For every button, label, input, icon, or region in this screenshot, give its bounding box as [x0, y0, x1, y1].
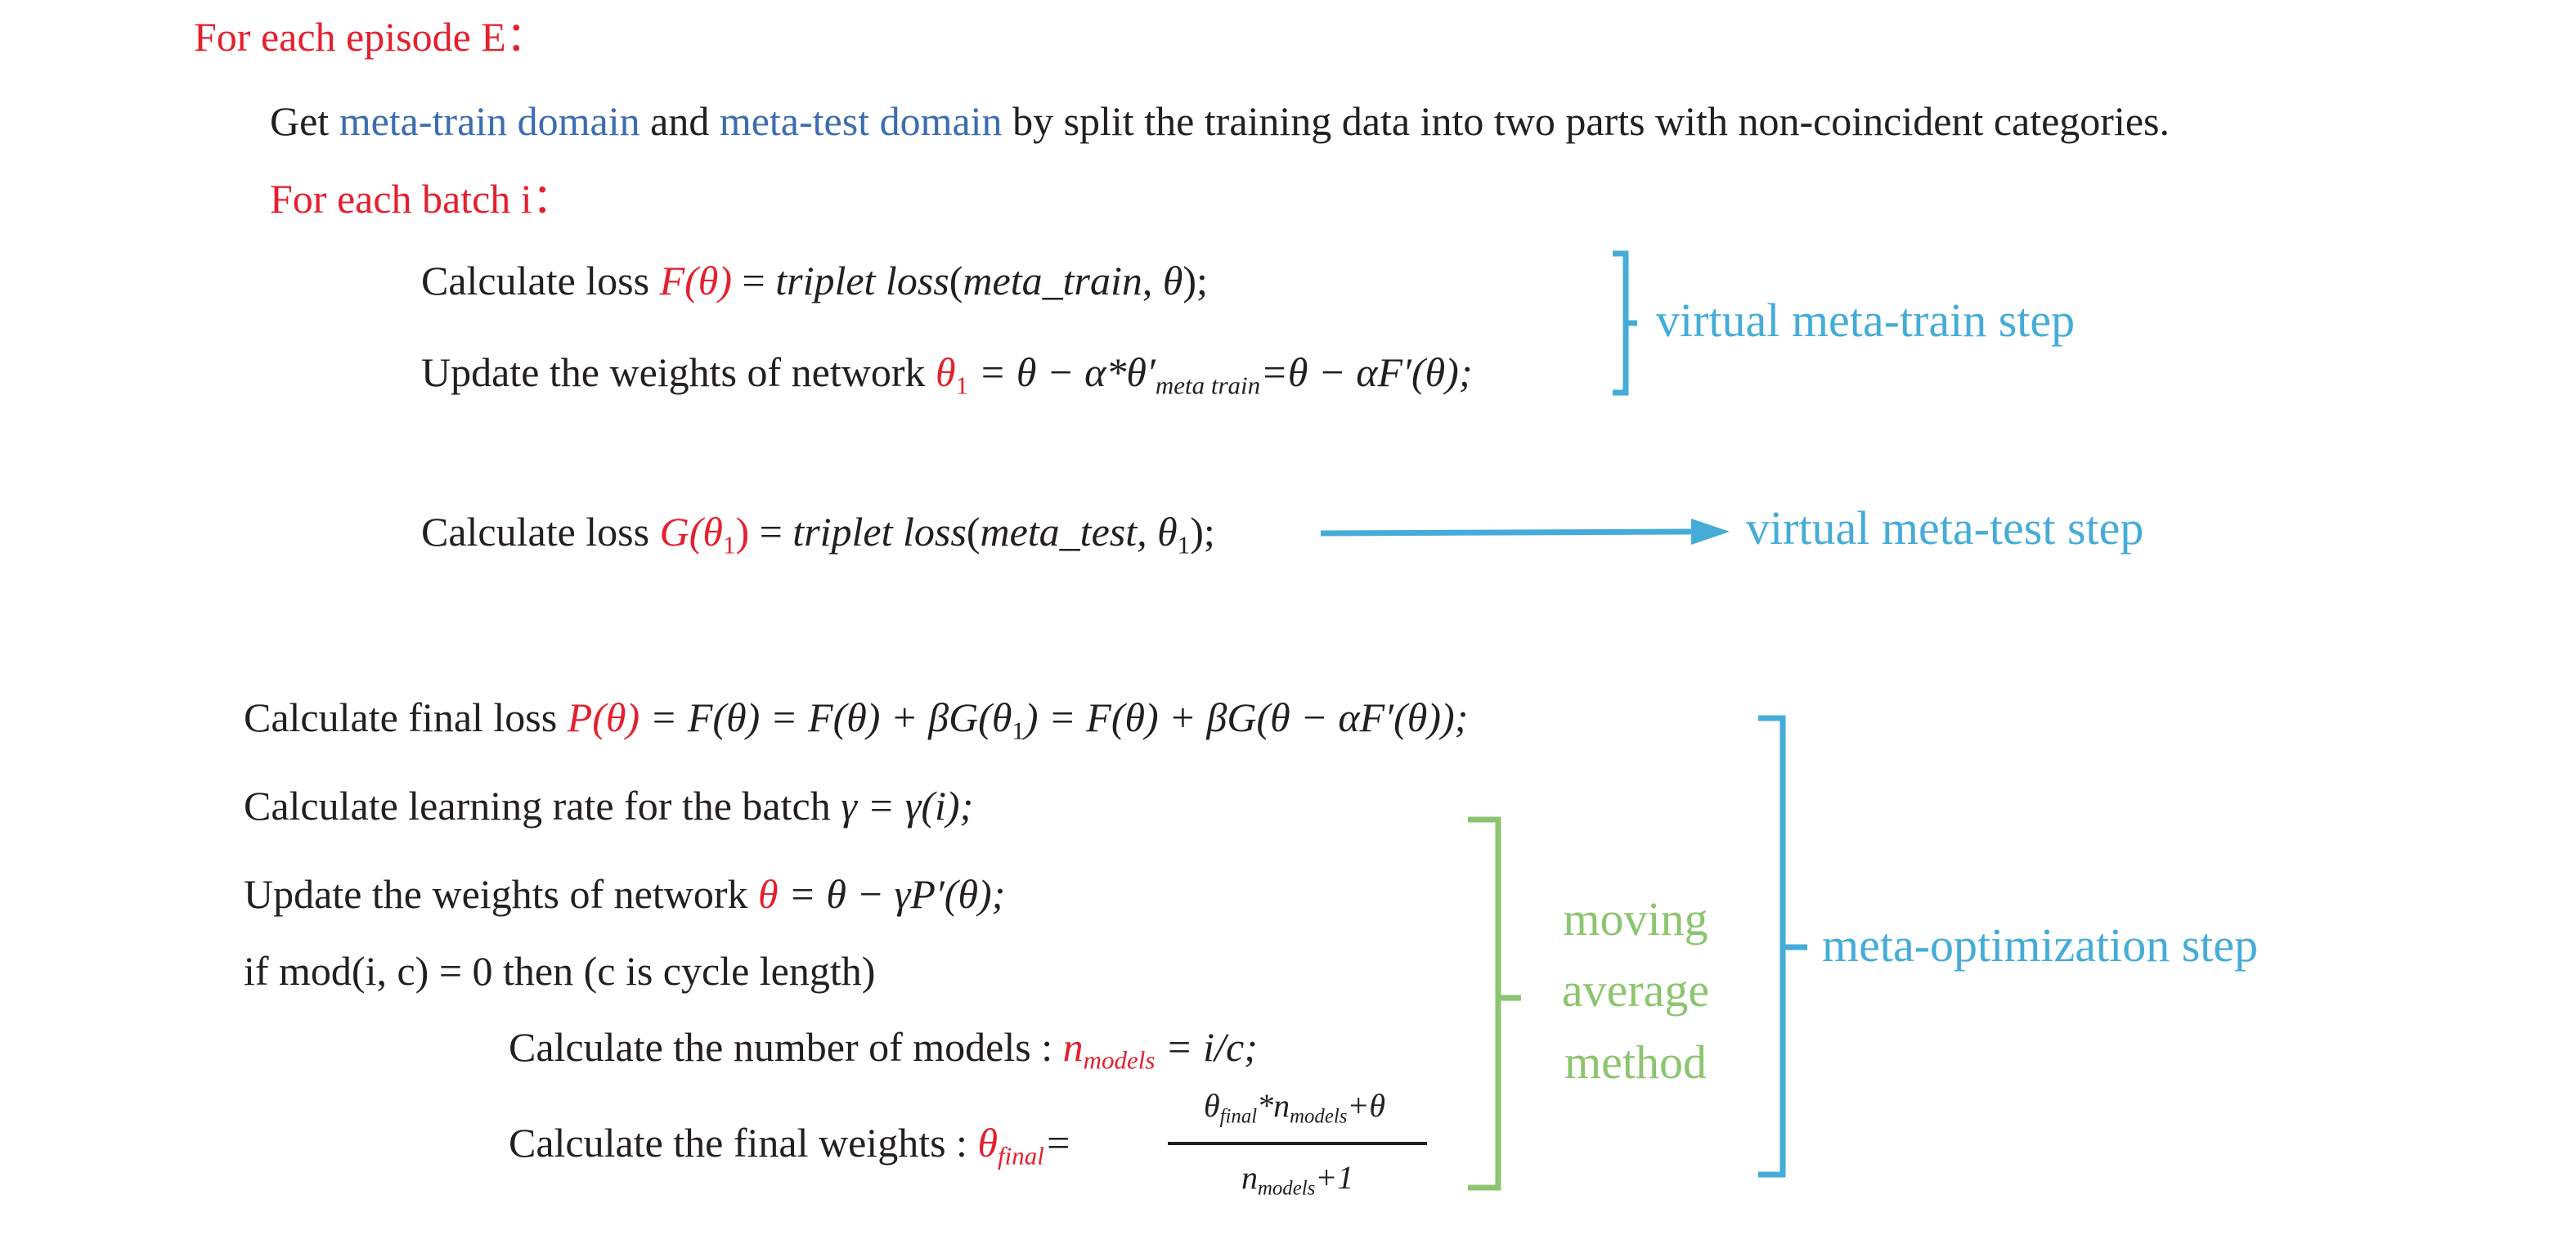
step2-pre: Update the weights of network	[421, 349, 936, 395]
meta-optimization-label: meta-optimization step	[1822, 919, 2259, 972]
meta-test-arg: meta_test	[980, 509, 1138, 555]
den-n: n	[1241, 1159, 1258, 1196]
step4-pre: Calculate final loss	[244, 694, 568, 740]
step3-close: );	[1190, 509, 1215, 555]
meta-test-domain: meta-test domain	[719, 98, 1003, 144]
theta-final-symbol: θ	[977, 1120, 998, 1166]
fraction-numerator: θfinal*nmodels+θ	[1204, 1087, 1386, 1127]
n-models-symbol: n	[1062, 1024, 1084, 1070]
step3-open: (	[966, 509, 981, 555]
step8-eq: = i/c;	[1155, 1024, 1258, 1070]
step1-open: (	[949, 258, 963, 303]
theta1-sub: 1	[955, 371, 969, 400]
step-calculate-loss-f: Calculate loss F(θ) = triplet loss(meta_…	[421, 260, 1208, 301]
g-close: )	[735, 509, 750, 555]
triplet-loss-fn-2: triplet loss	[792, 509, 967, 555]
triplet-loss-fn: triplet loss	[775, 258, 949, 303]
episode-header: For each episode E：	[194, 14, 547, 60]
meta-train-brace	[1613, 250, 1637, 396]
theta-symbol: θ	[758, 871, 779, 917]
step4-eq-a: = F(θ) = F(θ) + βG(θ	[640, 694, 1012, 740]
split-pre: Get	[270, 98, 339, 144]
step1-close: );	[1183, 258, 1208, 303]
n-models-sub: models	[1083, 1045, 1156, 1075]
theta-final-sub: final	[998, 1141, 1044, 1170]
step-final-weights: Calculate the final weights : θfinal=	[509, 1120, 1072, 1168]
step-calculate-loss-g: Calculate loss G(θ1) = triplet loss(meta…	[421, 509, 1215, 557]
step4-theta-sub: 1	[1012, 716, 1025, 745]
moving-average-label-1: moving	[1563, 892, 1708, 946]
num-theta: θ	[1204, 1087, 1220, 1124]
step9-eq: =	[1043, 1120, 1072, 1166]
split-line: Get meta-train domain and meta-test doma…	[270, 101, 2170, 142]
step4-eq-b: ) = F(θ) + βG(θ − αF′(θ));	[1024, 694, 1469, 740]
step8-pre: Calculate the number of models :	[509, 1024, 1063, 1070]
virtual-meta-train-label: virtual meta-train step	[1656, 294, 2076, 347]
step3-mid: , θ	[1137, 509, 1178, 555]
meta-test-arrow-shaft	[1320, 528, 1692, 537]
theta1-symbol: θ	[936, 349, 956, 395]
meta-train-arg: meta_train	[963, 258, 1142, 303]
num-theta-sub: final	[1219, 1105, 1258, 1128]
num-n-sub: models	[1290, 1105, 1348, 1128]
step6-pre: Update the weights of network	[244, 871, 759, 917]
loss-f-theta: F(θ)	[659, 258, 733, 303]
step3-eq: =	[749, 509, 793, 555]
final-loss-p-theta: P(θ)	[567, 694, 640, 740]
loss-g-theta1: G(θ	[659, 509, 723, 555]
num-mid: *n	[1257, 1087, 1290, 1124]
step-final-loss: Calculate final loss P(θ) = F(θ) = F(θ) …	[244, 694, 1469, 743]
step3-theta-sub: 1	[1177, 530, 1191, 559]
split-mid: and	[640, 98, 720, 144]
step2-eq1: = θ − α*θ′	[968, 349, 1156, 395]
step1-mid: ,	[1142, 258, 1163, 303]
step-learning-rate: Calculate learning rate for the batch γ …	[244, 785, 973, 826]
gamma-equation: γ = γ(i);	[841, 783, 974, 829]
meta-train-sub: meta train	[1155, 371, 1261, 400]
meta-test-arrowhead	[1691, 519, 1730, 545]
step-number-of-models: Calculate the number of models : nmodels…	[509, 1024, 1258, 1072]
batch-header: For each batch i：	[270, 176, 573, 222]
step-update-weights-theta: Update the weights of network θ = θ − γP…	[244, 874, 1005, 914]
step5-pre: Calculate learning rate for the batch	[244, 783, 841, 829]
meta-optimization-brace	[1758, 715, 1807, 1178]
step3-pre: Calculate loss	[421, 509, 660, 555]
step6-eq: = θ − γP′(θ);	[778, 871, 1006, 917]
virtual-meta-test-label: virtual meta-test step	[1746, 501, 2144, 555]
moving-average-label-2: average	[1561, 964, 1710, 1017]
den-n-sub: models	[1258, 1177, 1316, 1200]
step-update-weights-theta1: Update the weights of network θ1 = θ − α…	[421, 349, 1473, 398]
meta-train-domain: meta-train domain	[339, 98, 640, 144]
num-end: +θ	[1347, 1087, 1386, 1124]
step9-pre: Calculate the final weights :	[509, 1120, 978, 1166]
step2-eq2: =θ − αF′(θ);	[1260, 349, 1473, 395]
g-theta1-sub: 1	[722, 530, 736, 559]
moving-average-label-3: method	[1564, 1036, 1707, 1089]
step1-eq: =	[732, 258, 776, 303]
step-cycle-condition: if mod(i, c) = 0 then (c is cycle length…	[244, 948, 876, 994]
fraction-denominator: nmodels+1	[1241, 1159, 1354, 1199]
step1-pre: Calculate loss	[421, 258, 660, 303]
moving-average-brace	[1468, 816, 1521, 1191]
split-post: by split the training data into two part…	[1002, 98, 2170, 144]
den-end: +1	[1315, 1159, 1354, 1196]
theta-arg: θ	[1162, 258, 1183, 303]
